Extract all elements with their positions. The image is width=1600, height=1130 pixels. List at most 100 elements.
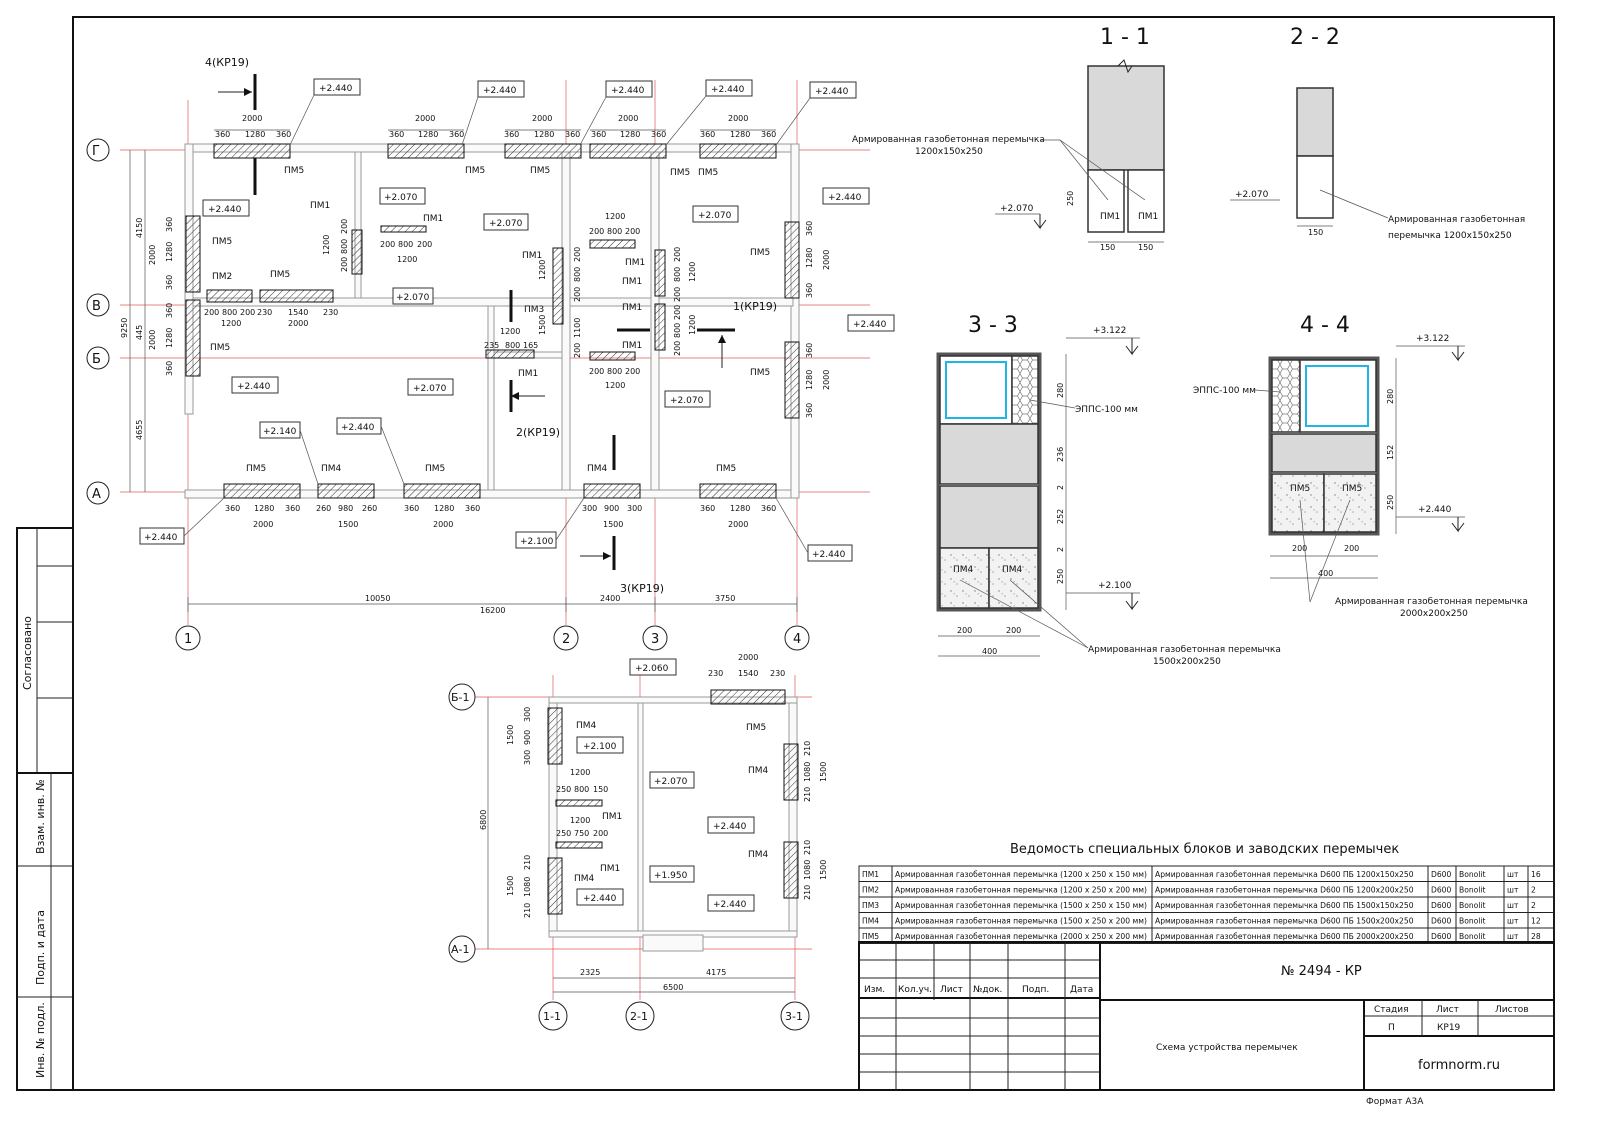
side-sign-date: Подп. и дата	[34, 910, 47, 985]
svg-text:+2.440: +2.440	[208, 205, 242, 215]
schedule-cell-mark: ПМ2	[862, 886, 879, 895]
dim-4655: 4655	[135, 420, 144, 440]
lintel-s3	[710, 689, 786, 705]
tb-name: Схема устройства перемычек	[1156, 1043, 1298, 1053]
section-mark-3: 3(КР19)	[620, 582, 664, 595]
svg-text:360: 360	[276, 130, 291, 139]
svg-text:1280: 1280	[730, 130, 750, 139]
svg-text:+2.440: +2.440	[237, 382, 271, 392]
schedule-cell-unit: шт	[1507, 886, 1519, 895]
note-33-b: 1500х200х250	[1153, 657, 1221, 667]
svg-text:230: 230	[257, 308, 272, 317]
svg-text:1280: 1280	[434, 504, 454, 513]
svg-text:200: 200	[673, 287, 682, 302]
svg-text:236: 236	[1056, 447, 1065, 462]
svg-text:2000: 2000	[433, 520, 453, 529]
lintel-right-1	[784, 221, 800, 299]
svg-text:+2.440: +2.440	[483, 86, 517, 96]
lintel-pm1-g	[589, 351, 636, 361]
svg-text:ПМ5: ПМ5	[210, 343, 230, 353]
svg-text:260: 260	[362, 504, 377, 513]
svg-text:1280: 1280	[730, 504, 750, 513]
svg-text:1080: 1080	[803, 860, 812, 880]
svg-text:ПМ2: ПМ2	[212, 272, 232, 282]
svg-text:800: 800	[573, 267, 582, 282]
svg-text:2: 2	[1056, 547, 1065, 552]
svg-text:+2.070: +2.070	[489, 219, 523, 229]
svg-text:210: 210	[803, 885, 812, 900]
schedule-cell-qty: 2	[1531, 901, 1536, 910]
schedule-title: Ведомость специальных блоков и заводских…	[1010, 842, 1399, 857]
tb-h-izm: Изм.	[864, 985, 885, 995]
svg-text:ПМ5: ПМ5	[750, 248, 770, 258]
svg-text:ПМ5: ПМ5	[270, 270, 290, 280]
axis-1: 1	[184, 632, 192, 647]
main-plan: Г В Б А 1 2 3 4 9250 4150 445 4655 10050…	[86, 56, 895, 651]
svg-text:800: 800	[574, 785, 589, 794]
svg-text:ПМ1: ПМ1	[522, 251, 542, 261]
svg-text:1280: 1280	[805, 370, 814, 390]
svg-text:1280: 1280	[245, 130, 265, 139]
schedule-cell-maker: Bonolit	[1459, 870, 1486, 879]
schedule-cell-name: Армированная газобетонная перемычка (200…	[895, 932, 1147, 941]
lintel-a5	[699, 483, 777, 499]
svg-text:200: 200	[204, 308, 219, 317]
elev-top-1: +2.440	[319, 84, 353, 94]
svg-text:1200: 1200	[221, 319, 241, 328]
svg-text:360: 360	[504, 130, 519, 139]
schedule-cell-grade: D600	[1431, 886, 1452, 895]
schedule-cell-name: Армированная газобетонная перемычка (150…	[895, 901, 1147, 910]
schedule-cell-mark: ПМ4	[862, 917, 879, 926]
axis-V: В	[92, 299, 101, 314]
lintel-pm1-f	[485, 349, 535, 359]
schedule-cell-unit: шт	[1507, 932, 1519, 941]
dim-445: 445	[135, 325, 144, 340]
lintel-right-2	[784, 341, 800, 419]
section-2-2: 2 - 2 150 +2.070 Армированная газобетонн…	[1230, 25, 1525, 241]
svg-text:150: 150	[593, 785, 608, 794]
lintel-left-2	[185, 299, 201, 377]
svg-text:+2.440: +2.440	[341, 423, 375, 433]
svg-text:360: 360	[805, 403, 814, 418]
svg-text:800: 800	[673, 323, 682, 338]
svg-text:+2.440: +2.440	[611, 86, 645, 96]
tb-stage-h: Стадия	[1374, 1005, 1409, 1015]
axis-2: 2	[562, 632, 570, 647]
schedule-frame	[858, 865, 1555, 944]
svg-text:165: 165	[523, 341, 538, 350]
tb-site: formnorm.ru	[1418, 1058, 1500, 1073]
svg-text:150: 150	[1100, 243, 1115, 252]
schedule-cell-grade: D600	[1431, 932, 1452, 941]
svg-text:360: 360	[225, 504, 240, 513]
svg-text:200: 200	[1344, 544, 1359, 553]
schedule-cell-name: Армированная газобетонная перемычка (150…	[895, 917, 1147, 926]
lintel-pm1-c	[589, 239, 636, 249]
svg-text:4175: 4175	[706, 968, 726, 977]
svg-text:900: 900	[604, 504, 619, 513]
svg-text:1200: 1200	[570, 768, 590, 777]
svg-text:ПМ5: ПМ5	[530, 166, 550, 176]
tb-stage: П	[1388, 1023, 1395, 1033]
svg-text:200: 200	[673, 341, 682, 356]
side-agreed: Согласовано	[21, 616, 34, 690]
tb-h-ndok: №док.	[973, 985, 1002, 995]
svg-text:200: 200	[673, 247, 682, 262]
lintel-pm3	[552, 247, 564, 325]
side-inv-orig: Инв. № подл.	[34, 1002, 47, 1078]
svg-text:300: 300	[523, 707, 532, 722]
schedule-cell-name: Армированная газобетонная перемычка (120…	[895, 886, 1147, 895]
svg-text:150: 150	[1308, 228, 1323, 237]
svg-text:1200: 1200	[500, 327, 520, 336]
schedule-cell-spec: Армированная газобетонная перемычка D600…	[1155, 886, 1414, 895]
tb-format: Формат А3А	[1366, 1097, 1424, 1107]
section-1-1: 1 - 1 ПМ1 ПМ1 150 150 250 Армированная г…	[852, 25, 1165, 252]
svg-text:900: 900	[523, 730, 532, 745]
svg-text:200: 200	[593, 829, 608, 838]
svg-text:ПМ4: ПМ4	[574, 874, 595, 884]
svg-text:ПМ1: ПМ1	[622, 341, 642, 351]
svg-text:360: 360	[165, 275, 174, 290]
svg-text:+2.440: +2.440	[815, 87, 849, 97]
note-44-b: 2000х200х250	[1400, 609, 1468, 619]
svg-text:1080: 1080	[523, 877, 532, 897]
schedule-cell-unit: шт	[1507, 917, 1519, 926]
